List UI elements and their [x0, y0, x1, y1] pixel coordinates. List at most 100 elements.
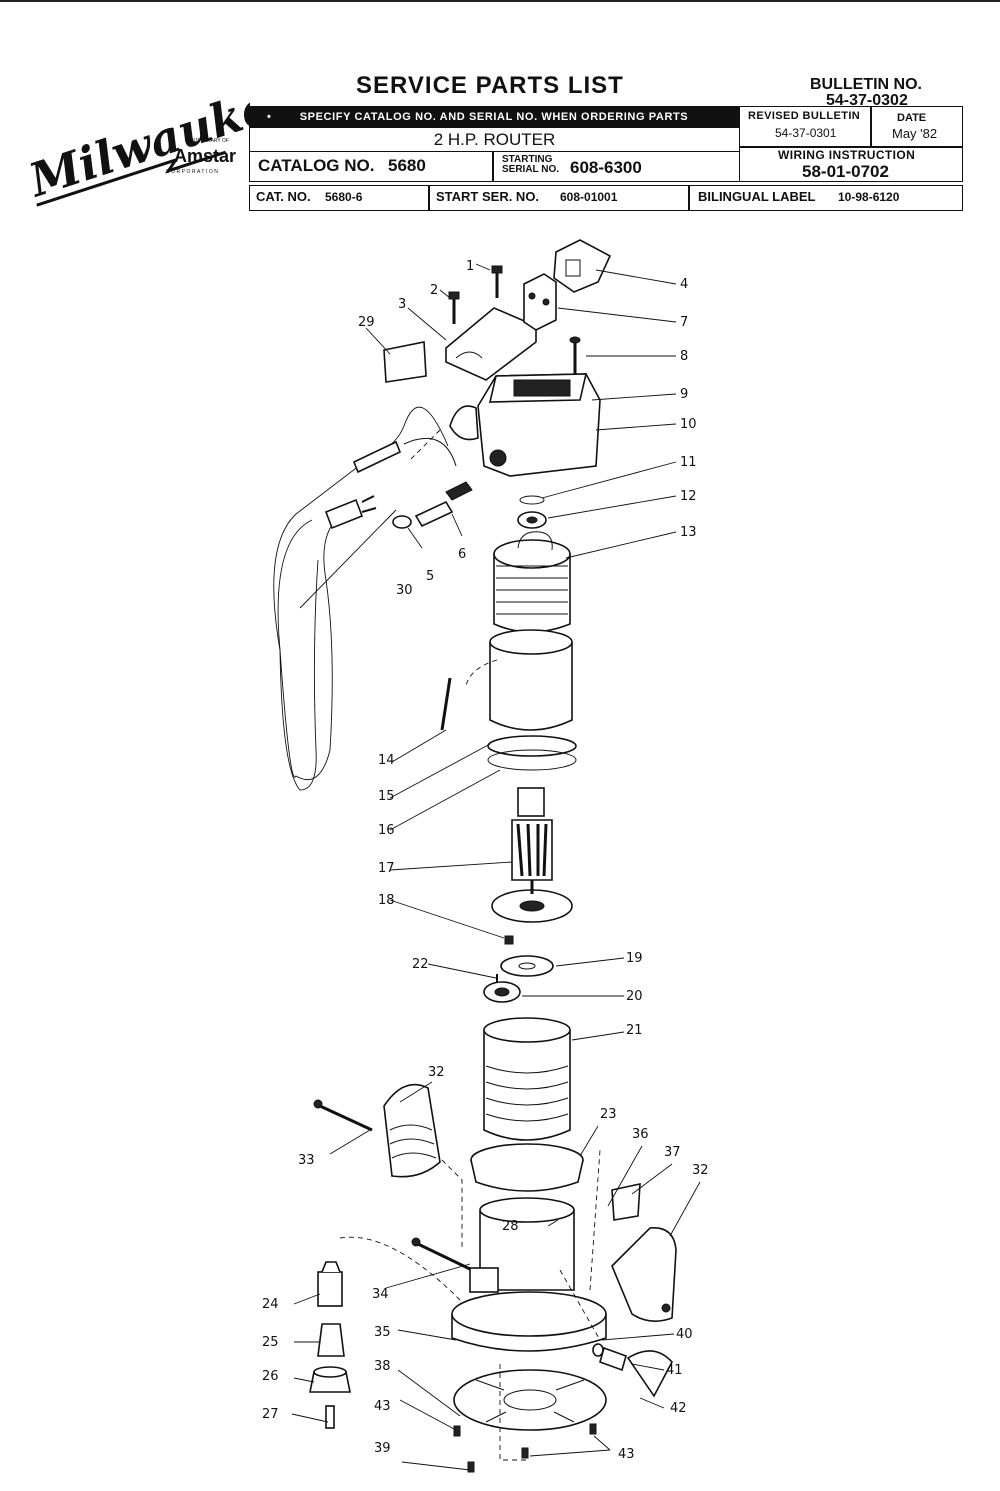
callout-32-upper: 32	[428, 1065, 445, 1080]
diagram-svg: 1 2 3 4 5 6 7 8 9 10 11 12 13 14 15 16 1…	[262, 239, 709, 1473]
screw-part-43b	[589, 1423, 597, 1435]
callout-22: 22	[412, 957, 429, 972]
callout-15: 15	[378, 789, 395, 804]
callout-34: 34	[372, 1287, 389, 1302]
starting-serial: 608-6300	[570, 158, 642, 177]
bulletin-number: 54-37-0302	[826, 92, 908, 109]
callout-33: 33	[298, 1153, 315, 1168]
product-name: 2 H.P. ROUTER	[249, 128, 739, 152]
armature-part-17	[491, 787, 573, 923]
callout-8: 8	[680, 349, 688, 364]
sub-base-part-38	[453, 1369, 607, 1431]
bearing-plate-part-19	[500, 955, 554, 977]
motor-housing-part-15	[487, 629, 577, 757]
date-value: May '82	[892, 126, 938, 141]
callout-1: 1	[466, 259, 474, 274]
callout-32-lower: 32	[692, 1163, 709, 1178]
callout-35: 35	[374, 1325, 391, 1340]
handle-part-32-left	[383, 1083, 441, 1178]
wiring-instruction-label: WIRING INSTRUCTION	[778, 148, 916, 162]
callout-13: 13	[680, 525, 697, 540]
switch-part-4	[553, 239, 612, 293]
callout-30: 30	[396, 583, 413, 598]
start-ser-value: 608-01001	[560, 190, 618, 204]
callout-28: 28	[502, 1219, 519, 1234]
callout-19: 19	[626, 951, 643, 966]
stud-part-41	[599, 1346, 627, 1372]
callout-2: 2	[430, 283, 438, 298]
screw-part-43c	[521, 1447, 529, 1459]
field-case-part-21	[483, 1017, 571, 1141]
collet-part-25	[317, 1323, 345, 1357]
washer-part-11	[519, 495, 545, 505]
callout-9: 9	[680, 387, 688, 402]
divider	[492, 152, 494, 182]
divider	[739, 146, 963, 148]
date-label: DATE	[897, 112, 927, 124]
callout-38: 38	[374, 1359, 391, 1374]
label-part-37	[611, 1182, 641, 1221]
wiring-instruction-number: 58-01-0702	[802, 162, 889, 181]
logo-subsidiary-text: A SUBSIDIARY OF	[186, 138, 229, 144]
catalog-number: 5680	[388, 156, 426, 175]
callout-24: 24	[262, 1297, 279, 1312]
callout-43-right: 43	[618, 1447, 635, 1462]
screw-part-1	[491, 265, 503, 298]
collet-part-24	[317, 1261, 343, 1307]
callout-40: 40	[676, 1327, 693, 1342]
cord-clamp-part-3	[445, 307, 537, 381]
screw-part-2	[448, 291, 460, 324]
callout-27: 27	[262, 1407, 279, 1422]
callout-26: 26	[262, 1369, 279, 1384]
callout-43-left: 43	[374, 1399, 391, 1414]
callout-18: 18	[378, 893, 395, 908]
divider	[428, 185, 430, 211]
top-rule	[0, 0, 1000, 2]
specify-note: SPECIFY CATALOG NO. AND SERIAL NO. WHEN …	[299, 111, 689, 123]
field-part-13	[493, 531, 571, 633]
specify-note-bar: •SPECIFY CATALOG NO. AND SERIAL NO. WHEN…	[249, 106, 739, 128]
callout-7: 7	[680, 315, 688, 330]
callout-6: 6	[458, 547, 466, 562]
callout-42: 42	[670, 1401, 687, 1416]
revised-bulletin-number: 54-37-0301	[775, 126, 837, 140]
callout-20: 20	[626, 989, 643, 1004]
bolt-part-33	[313, 1099, 373, 1132]
divider	[688, 185, 690, 211]
bilingual-label-label: BILINGUAL LABEL	[698, 189, 816, 204]
bilingual-label-value: 10-98-6120	[838, 190, 900, 204]
baffle-part-16	[487, 749, 577, 771]
callout-17: 17	[378, 861, 395, 876]
revision-box	[739, 106, 963, 182]
collet-nut-part-26	[309, 1366, 351, 1393]
screw-part-39	[467, 1461, 475, 1473]
base-part-35	[451, 1197, 607, 1352]
label-part-29	[383, 341, 427, 383]
revised-bulletin-label: REVISED BULLETIN	[748, 110, 861, 122]
callout-3: 3	[398, 297, 406, 312]
callout-36: 36	[632, 1127, 649, 1142]
callout-14: 14	[378, 753, 395, 768]
knob-part-42	[626, 1350, 673, 1398]
cat-no-value: 5680-6	[325, 190, 363, 204]
screw-part-43a	[453, 1425, 461, 1437]
callout-41: 41	[666, 1363, 683, 1378]
callout-37: 37	[664, 1145, 681, 1160]
screw-part-27	[325, 1405, 335, 1429]
adjusting-ring-part-23	[470, 1143, 584, 1192]
screw-part-18	[504, 935, 514, 945]
callout-39: 39	[374, 1441, 391, 1456]
callout-5: 5	[426, 569, 434, 584]
switch-block-part-7	[523, 273, 557, 331]
exploded-parts-diagram: 1 2 3 4 5 6 7 8 9 10 11 12 13 14 15 16 1…	[0, 230, 1000, 1486]
brush-part-6	[414, 500, 454, 528]
cat-no-label: CAT. NO.	[256, 189, 311, 204]
callout-11: 11	[680, 455, 697, 470]
catalog-row	[249, 152, 739, 182]
page-title: SERVICE PARTS LIST	[356, 72, 624, 99]
callout-25: 25	[262, 1335, 279, 1350]
start-ser-label: START SER. NO.	[436, 189, 540, 204]
divider	[870, 106, 872, 146]
callout-21: 21	[626, 1023, 643, 1038]
bulletin-label: BULLETIN NO.	[810, 76, 922, 93]
